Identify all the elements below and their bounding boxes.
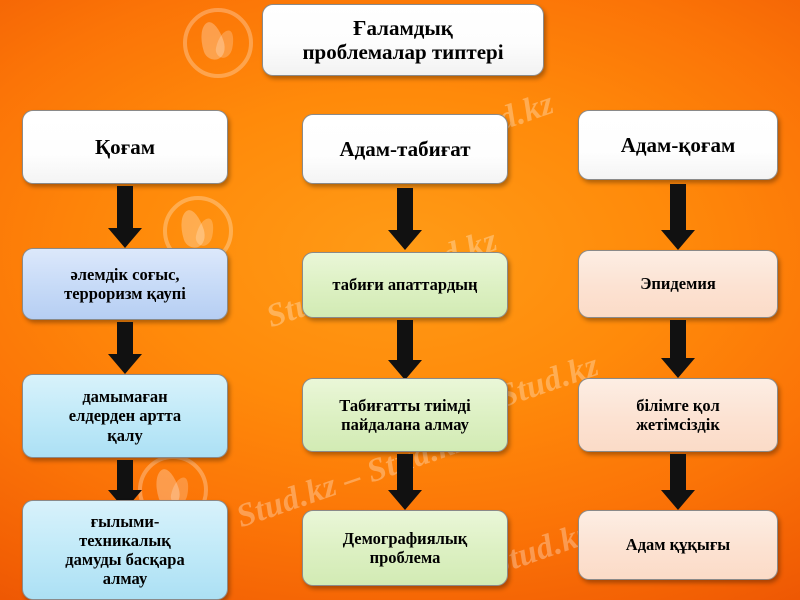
node-line: елдерден артта bbox=[68, 406, 182, 426]
watermark-logo-icon bbox=[183, 8, 253, 78]
node-line: дамуды басқара bbox=[65, 550, 185, 569]
node-line: Адам құқығы bbox=[625, 535, 731, 555]
column-header-label: Адам-қоғам bbox=[620, 132, 736, 157]
column-header-qogam: Қоғам bbox=[22, 110, 228, 184]
arrow-down bbox=[387, 188, 423, 250]
node-c3-3: Адам құқығы bbox=[578, 510, 778, 580]
node-c2-3: Демографиялық проблема bbox=[302, 510, 508, 586]
node-c1-1: әлемдік соғыс, терроризм қаупі bbox=[22, 248, 228, 320]
arrow-down bbox=[660, 320, 696, 378]
column-header-label: Адам-табиғат bbox=[339, 136, 471, 161]
node-line: жетімсіздік bbox=[636, 415, 720, 434]
node-line: табиғи апаттардың bbox=[332, 275, 478, 295]
diagram-title: Ғаламдық проблемалар типтері bbox=[262, 4, 544, 76]
arrow-down bbox=[660, 184, 696, 250]
diagram-title-line1: Ғаламдық bbox=[353, 15, 453, 40]
node-line: проблема bbox=[369, 548, 441, 567]
column-header-adam-tabigat: Адам-табиғат bbox=[302, 114, 508, 184]
node-line: Демографиялық bbox=[342, 528, 468, 548]
node-line: терроризм қаупі bbox=[64, 284, 186, 303]
node-line: ғылыми- bbox=[90, 511, 160, 531]
node-line: техникалық bbox=[79, 530, 171, 550]
node-line: Эпидемия bbox=[640, 274, 716, 294]
node-c3-2: білімге қол жетімсіздік bbox=[578, 378, 778, 452]
node-c1-2: дамымаған елдерден артта қалу bbox=[22, 374, 228, 458]
node-line: білімге қол bbox=[636, 395, 720, 415]
node-line: Табиғатты тиімді bbox=[339, 395, 471, 415]
node-line: алмау bbox=[102, 569, 148, 589]
node-c2-2: Табиғатты тиімді пайдалана алмау bbox=[302, 378, 508, 452]
arrow-down bbox=[107, 186, 143, 248]
node-c3-1: Эпидемия bbox=[578, 250, 778, 318]
node-line: дамымаған bbox=[82, 387, 168, 407]
arrow-down bbox=[387, 454, 423, 510]
diagram-title-line2: проблемалар типтері bbox=[302, 40, 504, 64]
arrow-down bbox=[107, 322, 143, 374]
arrow-down bbox=[660, 454, 696, 510]
node-line: қалу bbox=[107, 425, 143, 445]
node-line: пайдалана алмау bbox=[341, 415, 469, 434]
arrow-down bbox=[387, 320, 423, 380]
node-line: әлемдік соғыс, bbox=[70, 264, 180, 284]
column-header-adam-qogam: Адам-қоғам bbox=[578, 110, 778, 180]
column-header-label: Қоғам bbox=[94, 134, 156, 159]
node-c2-1: табиғи апаттардың bbox=[302, 252, 508, 318]
node-c1-3: ғылыми- техникалық дамуды басқара алмау bbox=[22, 500, 228, 600]
